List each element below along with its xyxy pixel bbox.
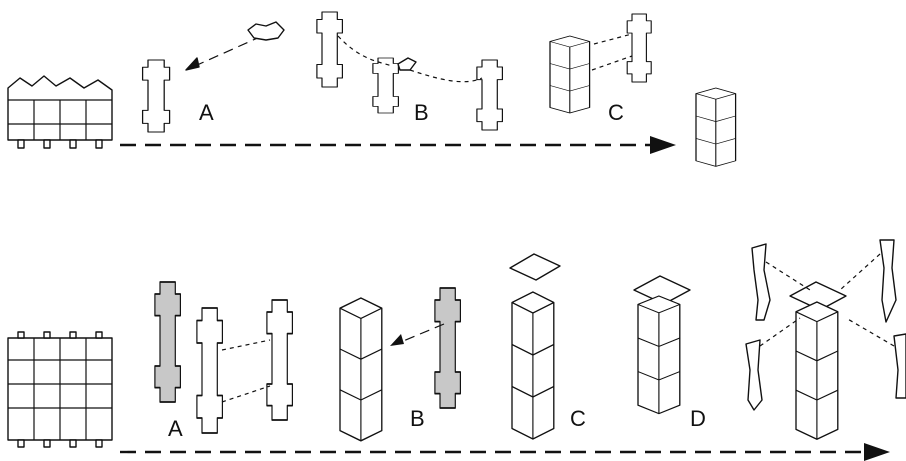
bottom-step-a-strips: [154, 281, 294, 434]
bottom-step-b-arrow: [395, 323, 445, 345]
flat-sheet-bottom: [7, 331, 113, 448]
bottom-step-d-tower: [633, 275, 691, 415]
bottom-final-outer-pieces: [745, 239, 906, 411]
bottom-flow-arrowhead: [864, 443, 890, 461]
bottom-label-d: D: [690, 406, 706, 431]
bottom-step-a-link: [221, 339, 271, 403]
bottom-step-b-strip: [434, 287, 461, 409]
top-result-tower: [695, 87, 737, 168]
top-step-a-strip: [141, 59, 171, 133]
bottom-label-b: B: [410, 406, 425, 431]
top-step-c-link: [591, 33, 633, 71]
top-label-c: C: [608, 100, 624, 125]
bottom-step-c-cap: [509, 253, 561, 281]
top-step-a-cap: [247, 21, 285, 41]
top-step-c-tower: [549, 13, 652, 114]
bottom-label-c: C: [570, 406, 586, 431]
bottom-final-links: [759, 253, 895, 347]
bottom-step-b-tower: [339, 297, 383, 442]
bottom-label-a: A: [168, 416, 183, 441]
top-step-b-strips: [316, 11, 503, 131]
top-label-b: B: [414, 100, 429, 125]
bottom-step-c-tower: [511, 291, 555, 440]
top-label-a: A: [199, 100, 214, 125]
bottom-final-tower: [789, 281, 847, 440]
top-step-b-link: [337, 35, 483, 83]
top-flow-arrowhead: [650, 136, 676, 154]
flat-sheet-top: [7, 75, 113, 149]
